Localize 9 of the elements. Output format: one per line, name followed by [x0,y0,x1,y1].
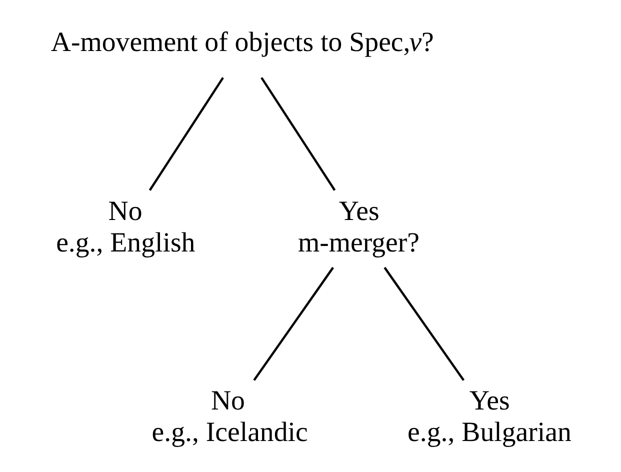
connector [252,266,334,381]
node-text: A-movement of objects to Spec,v? [50,27,434,58]
node-text: Yes e.g., Bulgarian [407,386,571,448]
connector [260,77,336,191]
node-text: No e.g., English [56,196,195,258]
node-text: No e.g., Icelandic [151,386,308,448]
connector [148,77,224,191]
node-text: Yes m-merger? [297,196,420,258]
connector [383,266,464,381]
